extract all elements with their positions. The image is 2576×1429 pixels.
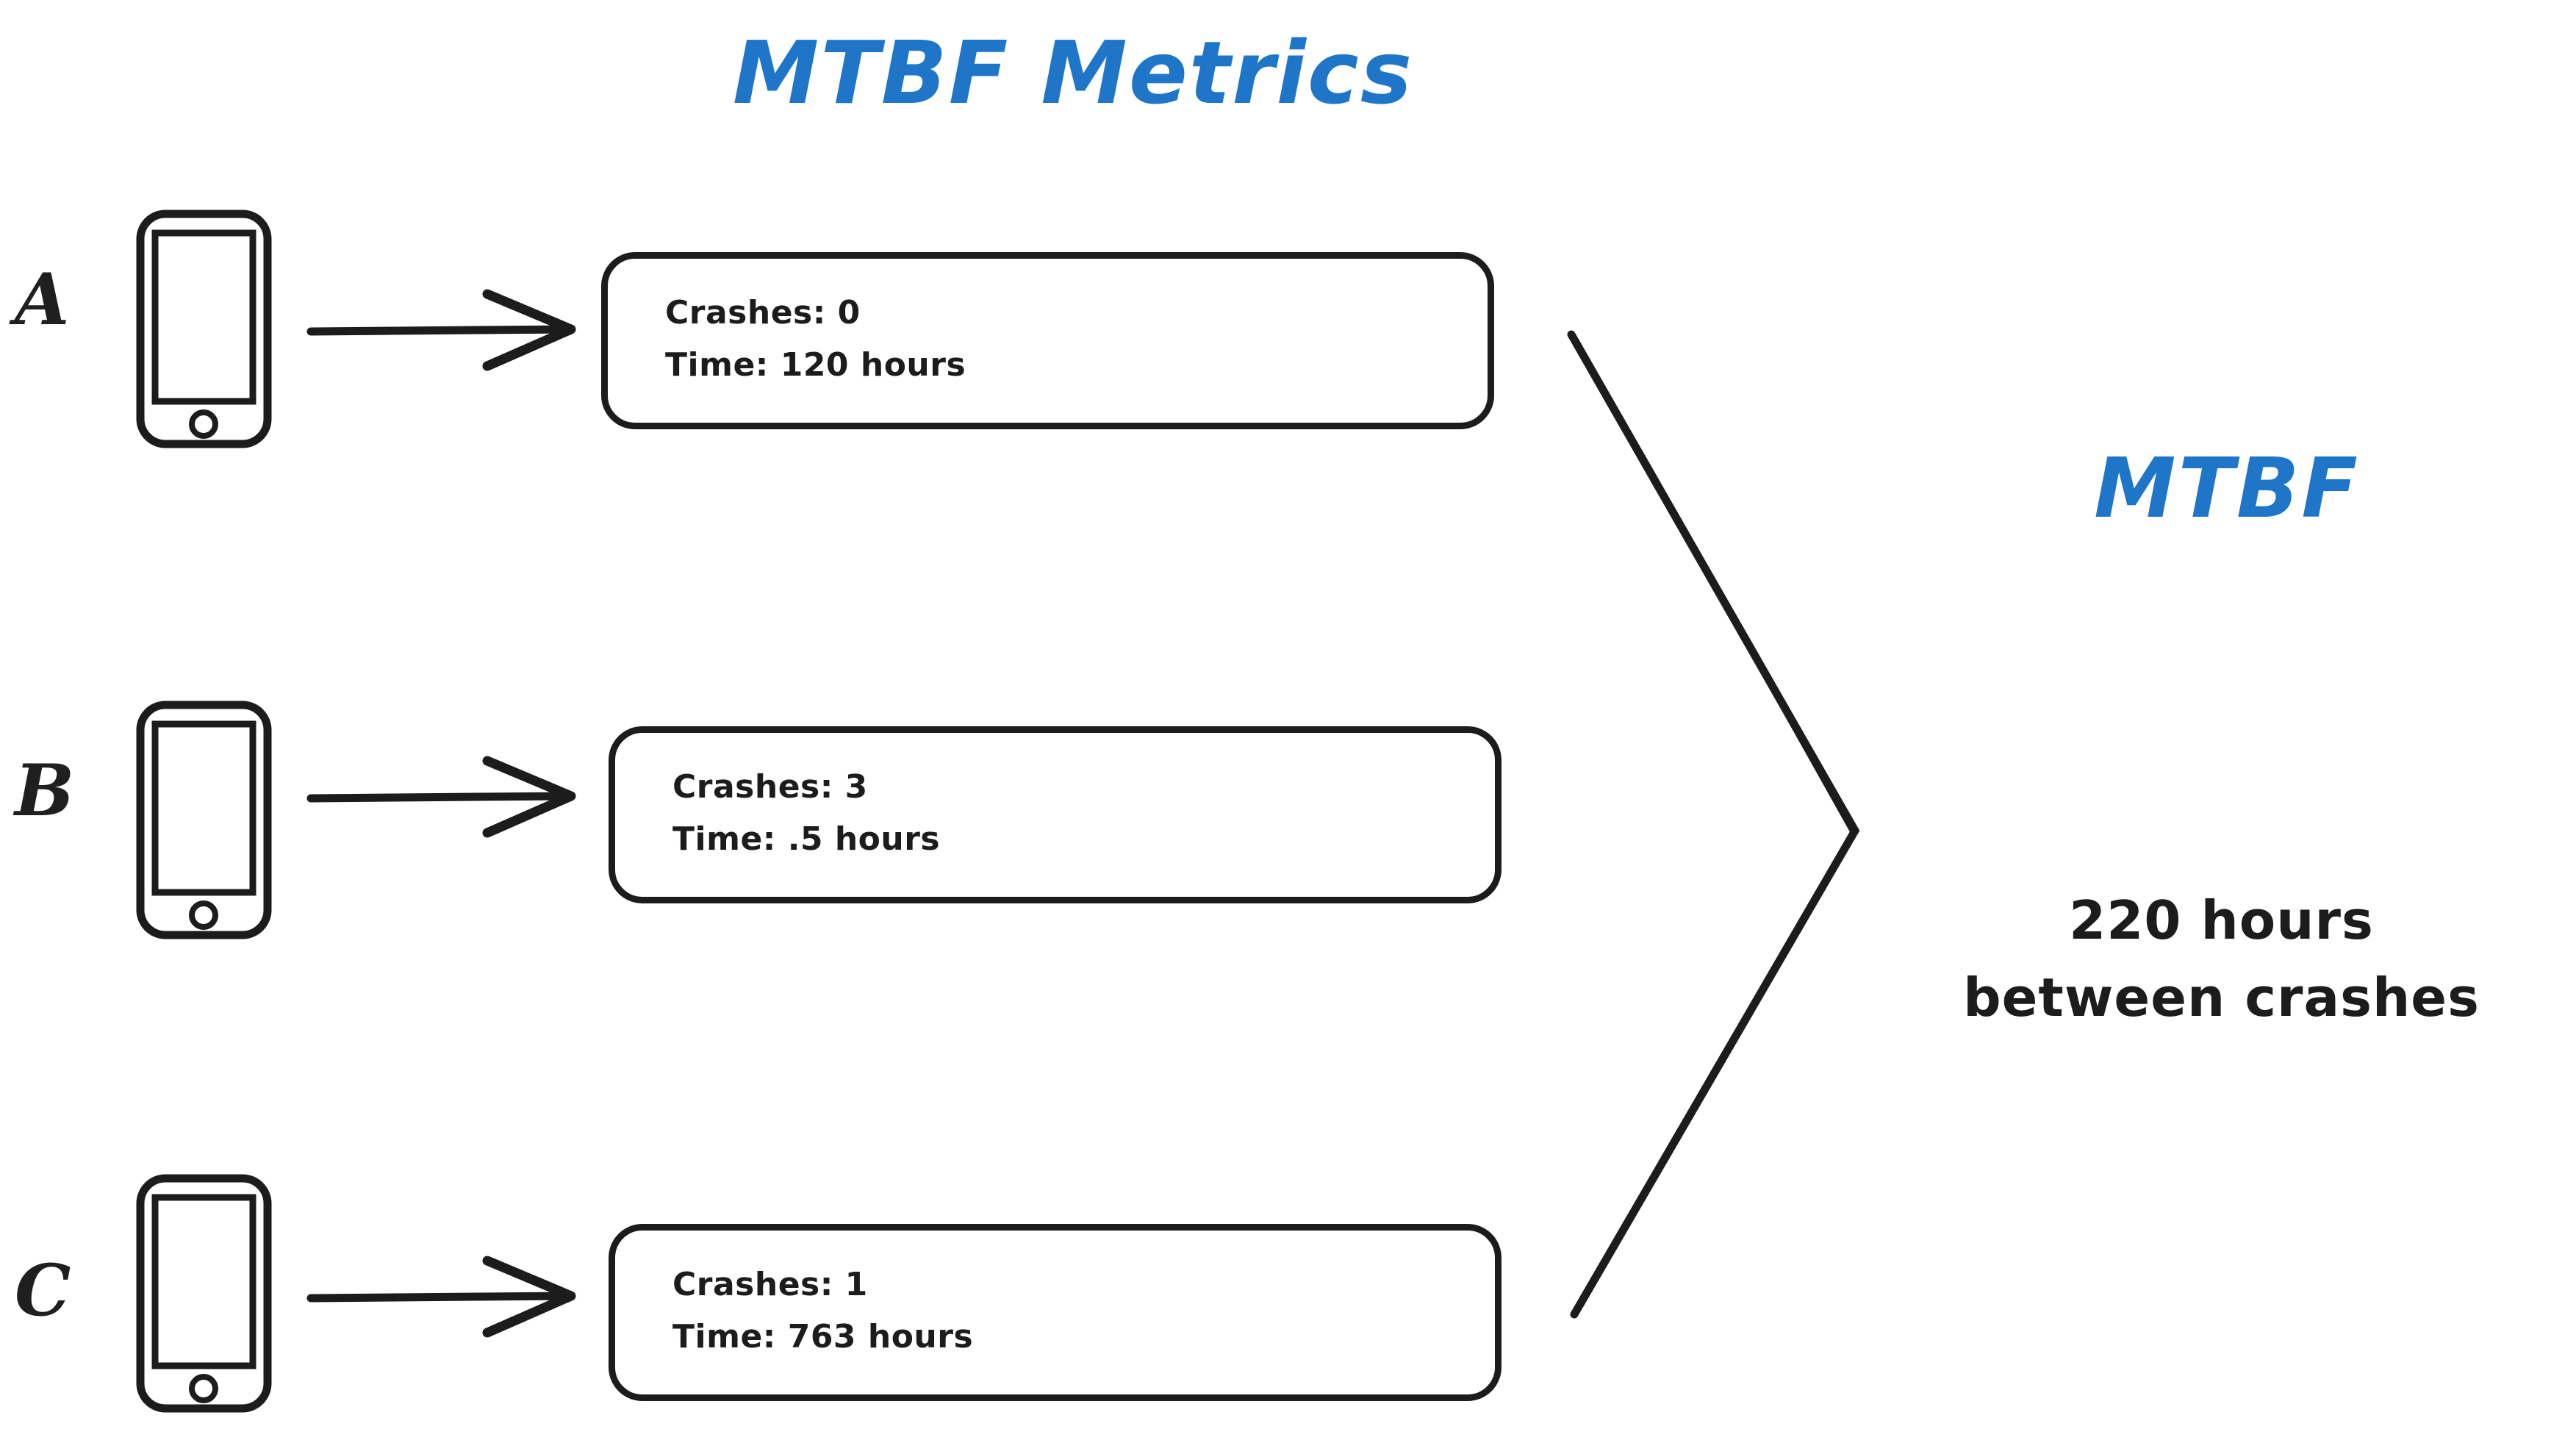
- metric-text-a: Crashes: 0 Time: 120 hours: [665, 287, 966, 392]
- arrow-right-icon-a: [305, 287, 584, 378]
- crashes-value-b: Crashes: 3: [672, 768, 868, 806]
- device-letter-a: A: [15, 258, 70, 341]
- phone-icon-b: [136, 701, 272, 942]
- phone-icon-a: [136, 209, 272, 451]
- result-value: 220 hours between crashes: [1867, 882, 2576, 1036]
- phone-icon-c: [136, 1174, 272, 1416]
- metric-box-a: Crashes: 0 Time: 120 hours: [601, 252, 1494, 429]
- time-value-a: Time: 120 hours: [665, 346, 966, 384]
- metric-box-c: Crashes: 1 Time: 763 hours: [609, 1224, 1502, 1401]
- time-value-b: Time: .5 hours: [672, 820, 941, 859]
- result-value-line-1: 220 hours: [2069, 889, 2374, 951]
- metric-text-b: Crashes: 3 Time: .5 hours: [672, 761, 940, 866]
- device-letter-b: B: [15, 749, 75, 832]
- device-letter-c: C: [15, 1249, 71, 1332]
- funnel-connector: [1567, 330, 1860, 1319]
- crashes-value-c: Crashes: 1: [672, 1266, 868, 1303]
- crashes-value-a: Crashes: 0: [665, 294, 861, 332]
- metric-text-c: Crashes: 1 Time: 763 hours: [672, 1258, 973, 1364]
- result-title: MTBF: [2094, 441, 2360, 537]
- result-value-line-2: between crashes: [1963, 967, 2480, 1029]
- page-title: MTBF Metrics: [732, 22, 1414, 123]
- arrow-right-icon-c: [305, 1253, 584, 1344]
- arrow-right-icon-b: [305, 753, 584, 845]
- time-value-c: Time: 763 hours: [672, 1318, 974, 1356]
- metric-box-b: Crashes: 3 Time: .5 hours: [609, 726, 1502, 903]
